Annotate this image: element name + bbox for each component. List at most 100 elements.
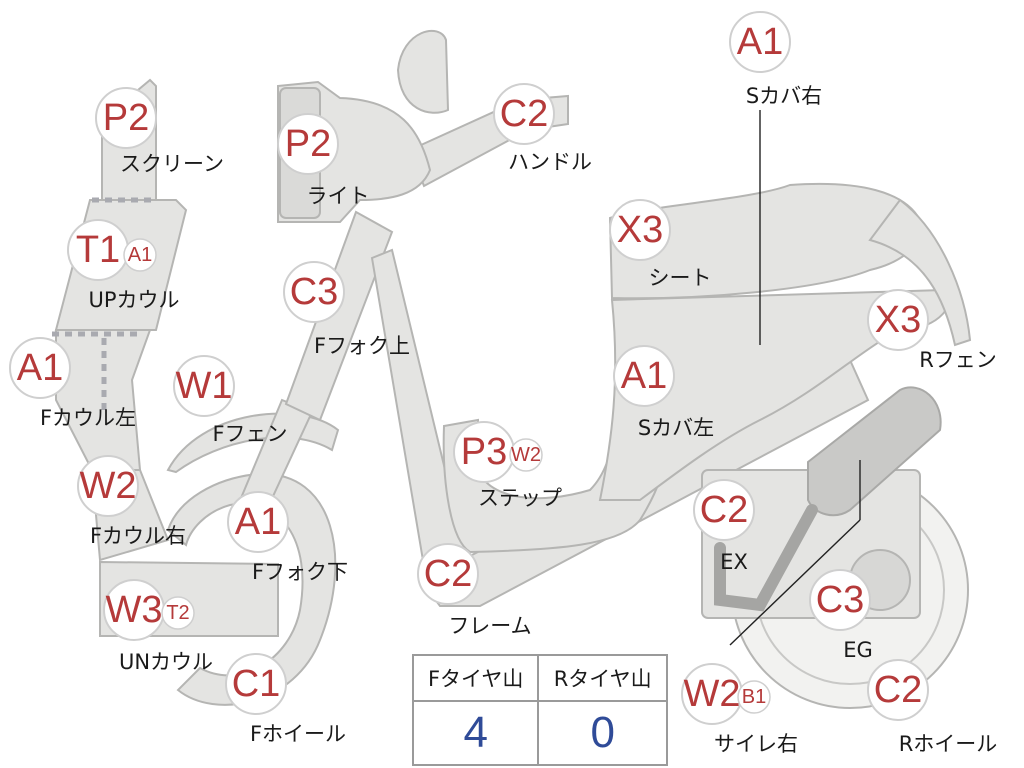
screen-label: スクリーン xyxy=(120,152,224,176)
front-cowl-right-grade: W2 xyxy=(80,465,137,507)
front-cowl-left-grade-badge xyxy=(9,337,71,399)
scooter-silhouette xyxy=(52,29,972,709)
under-cowl-sub-grade-badge xyxy=(161,596,195,630)
light-label: ライト xyxy=(307,184,370,208)
front-fork-lower-label: Fフォク下 xyxy=(252,560,348,584)
handle-label: ハンドル xyxy=(508,150,592,174)
front-fork-upper-grade: C3 xyxy=(290,271,339,313)
light-marker: P2 ライト xyxy=(277,113,370,208)
seat-grade-badge xyxy=(609,199,671,261)
rear-wheel-label: Rホイール xyxy=(899,732,998,756)
upper-cowl-label: UPカウル xyxy=(88,288,179,312)
under-cowl-grade: W3 xyxy=(106,589,163,631)
light-grade-badge xyxy=(277,113,339,175)
front-tire-value: 4 xyxy=(411,700,540,766)
handle-grade-badge xyxy=(493,83,555,145)
front-cowl-right-grade-badge xyxy=(77,455,139,517)
front-fork-upper-shape xyxy=(284,210,394,422)
side-cover-right-grade-badge xyxy=(729,11,791,73)
step-label: ステップ xyxy=(478,486,562,510)
mirror-shape xyxy=(396,29,450,114)
under-cowl-label: UNカウル xyxy=(119,650,213,674)
step-sub-grade-badge xyxy=(509,438,543,472)
handle-marker: C2 ハンドル xyxy=(493,83,592,174)
front-fender-grade: W1 xyxy=(176,365,233,407)
rear-wheel-grade-badge xyxy=(867,659,929,721)
front-fork-upper-label: Fフォク上 xyxy=(314,334,410,358)
step-sub-grade: W2 xyxy=(511,444,541,466)
exhaust-pipe xyxy=(714,504,818,612)
step-grade: P3 xyxy=(461,431,507,473)
muffler-right-label: サイレ右 xyxy=(714,732,798,756)
side-cover-left-label: Sカバ左 xyxy=(638,416,714,440)
light-grade: P2 xyxy=(285,123,331,165)
rear-tire-value: 0 xyxy=(537,700,668,766)
frame-marker: C2 フレーム xyxy=(417,543,532,638)
exhaust-label: EX xyxy=(720,550,748,574)
frame-grade-badge xyxy=(417,543,479,605)
upper-cowl-grade: T1 xyxy=(76,229,120,271)
engine-grade: C3 xyxy=(816,579,865,621)
rear-fender-grade: X3 xyxy=(875,299,921,341)
muffler-right-sub-grade-badge xyxy=(737,680,771,714)
handle-grade: C2 xyxy=(500,93,549,135)
front-wheel-shape xyxy=(166,472,337,706)
front-fork-upper-grade-badge xyxy=(283,261,345,323)
seat-label: シート xyxy=(649,266,712,290)
front-fork-lower-grade: A1 xyxy=(235,501,281,543)
front-wheel-label: Fホイール xyxy=(250,722,346,746)
engine-grade-badge xyxy=(809,569,871,631)
front-wheel-grade-badge xyxy=(225,653,287,715)
muffler-right-grade: W2 xyxy=(684,673,741,715)
rear-fender-grade-badge xyxy=(867,289,929,351)
front-tire-header: Fタイヤ山 xyxy=(411,654,540,702)
frame-grade: C2 xyxy=(424,553,473,595)
tire-tread-table: Fタイヤ山 Rタイヤ山 4 0 xyxy=(411,654,668,766)
seat-marker: X3 シート xyxy=(609,199,712,290)
exhaust-grade-badge xyxy=(693,479,755,541)
front-fender-label: Fフェン xyxy=(212,422,287,446)
leader-muffler xyxy=(729,519,861,646)
muffler-right-sub-grade: B1 xyxy=(742,686,766,708)
front-cowl-left-grade: A1 xyxy=(17,347,63,389)
front-fork-lower-grade-badge xyxy=(227,491,289,553)
frame-label: フレーム xyxy=(448,614,531,638)
front-cowl-left-label: Fカウル左 xyxy=(40,406,136,430)
screen-grade-badge xyxy=(95,87,157,149)
rear-fender-label: Rフェン xyxy=(919,348,997,372)
side-cover-right-grade: A1 xyxy=(737,21,783,63)
side-cover-left-grade: A1 xyxy=(621,355,667,397)
front-wheel-grade: C1 xyxy=(232,663,281,705)
screen-marker: P2 スクリーン xyxy=(95,87,224,176)
rear-tire-header: Rタイヤ山 xyxy=(537,654,668,702)
screen-grade: P2 xyxy=(103,97,149,139)
side-cover-right-label: Sカバ右 xyxy=(746,84,822,108)
engine-label: EG xyxy=(843,638,873,662)
front-cowl-right-label: Fカウル右 xyxy=(90,524,186,548)
exhaust-grade: C2 xyxy=(700,489,749,531)
seat-grade: X3 xyxy=(617,209,663,251)
upper-cowl-sub-grade: A1 xyxy=(128,244,152,266)
front-fender-grade-badge xyxy=(173,355,235,417)
under-cowl-sub-grade: T2 xyxy=(166,602,189,624)
upper-cowl-sub-grade-badge xyxy=(123,238,157,272)
rear-fender-shape xyxy=(868,198,972,347)
rear-wheel-grade: C2 xyxy=(874,669,923,711)
side-cover-left-grade-badge xyxy=(613,345,675,407)
